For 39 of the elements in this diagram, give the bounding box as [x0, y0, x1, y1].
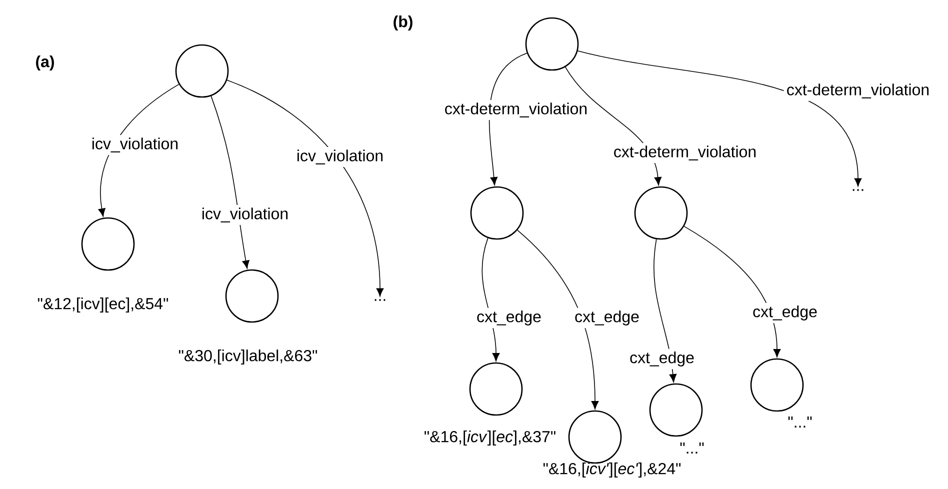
tree-node-circle [568, 410, 622, 464]
tree-node-circle [175, 44, 229, 98]
node-caption: "..." [788, 416, 812, 428]
arrow [654, 238, 677, 382]
node-caption: "&30,[icv]label,&63" [178, 350, 318, 364]
tree-node-circle [525, 17, 579, 71]
edge-label: cxt_edge [572, 308, 642, 328]
tree-node-circle [649, 383, 703, 437]
edge-label: icv_violation [88, 134, 182, 156]
edge-label: cxt_edge [626, 348, 698, 370]
ellipsis-text: ... [374, 299, 386, 301]
node-caption: "&12,[icv][ec],&54" [38, 298, 168, 312]
node-caption: "..." [680, 442, 704, 454]
tree-node-circle [225, 269, 279, 323]
edge-label: cxt_edge [750, 302, 820, 324]
tree-node-circle [750, 358, 804, 412]
arrow [98, 84, 180, 217]
tree-node-circle [470, 186, 524, 240]
arrow [210, 96, 250, 269]
edge-label: cxt-determ_violation [610, 142, 760, 164]
arrow [517, 230, 599, 410]
arrow [226, 80, 384, 296]
edge-label: icv_violation [198, 204, 292, 226]
arrow [577, 50, 862, 186]
edge-label: icv_violation [294, 146, 386, 168]
tree-node-circle [634, 186, 688, 240]
edge-label: cxt-determ_violation [784, 80, 932, 102]
edge-label: cxt-determ_violation [442, 100, 590, 120]
panel-label: (b) [394, 16, 412, 30]
arrow [488, 52, 528, 186]
node-caption: "&16,[icv][ec],&37" [424, 430, 556, 446]
tree-node-circle [81, 217, 135, 271]
node-caption: "&16,[icv'][ec'],&24" [543, 462, 681, 478]
ellipsis-text: ... [852, 189, 864, 191]
tree-node-circle [469, 362, 523, 416]
arrow [684, 226, 781, 358]
arrow [564, 66, 662, 186]
edge-label: cxt_edge [474, 308, 544, 328]
panel-label: (a) [36, 56, 54, 70]
